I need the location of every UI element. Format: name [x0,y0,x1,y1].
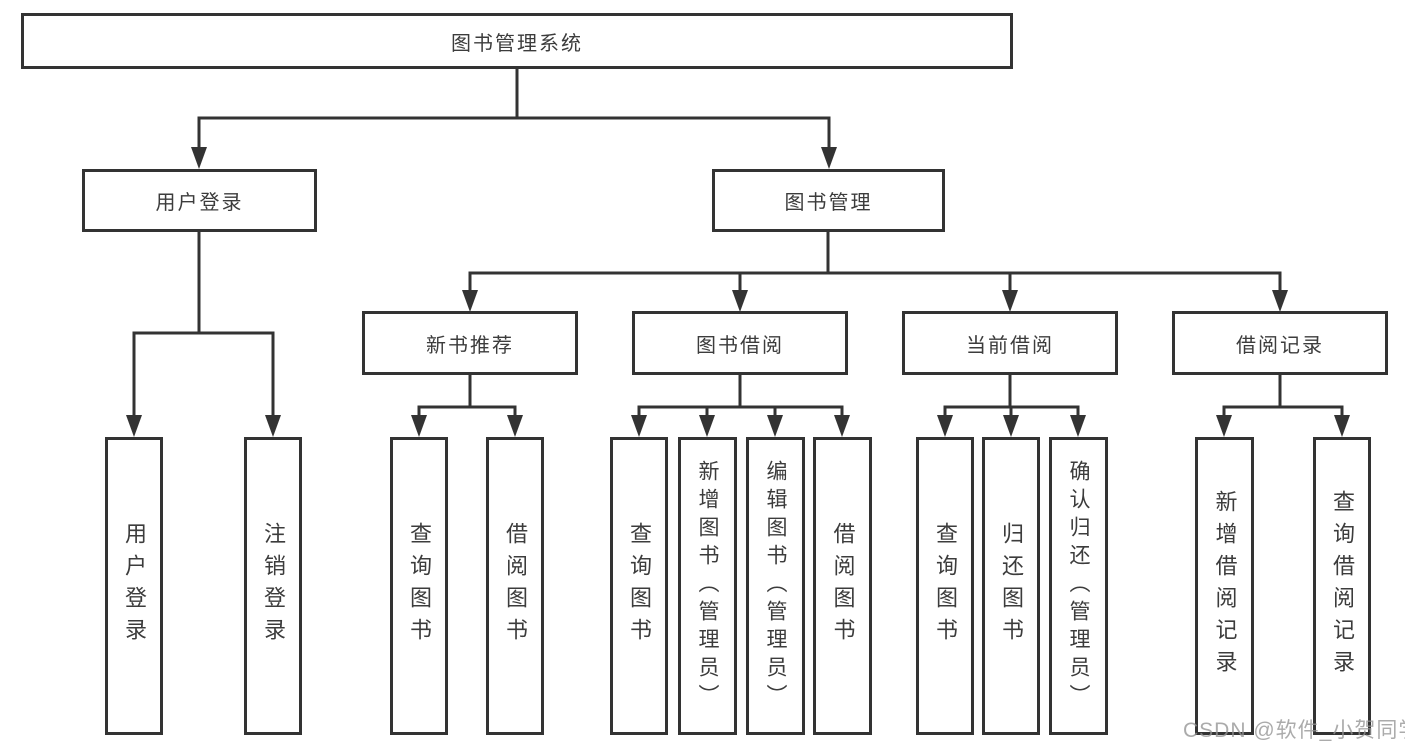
node-cb-query-book: 查询图书 [916,437,974,735]
connector-root-to-level2 [197,69,831,149]
node-bb-add-book-admin: 新增图书（管理员） [678,437,737,735]
node-logout-action: 注销登录 [244,437,302,735]
node-new-book-recommend: 新书推荐 [362,311,578,375]
node-nbr-query-book: 查询图书 [390,437,448,735]
node-cb-confirm-return-admin: 确认归还（管理员） [1049,437,1108,735]
node-current-borrow: 当前借阅 [902,311,1118,375]
node-cb-return-book: 归还图书 [982,437,1040,735]
connector-new-book-to-leaves [417,375,517,417]
node-book-mgmt: 图书管理 [712,169,945,232]
node-user-login: 用户登录 [82,169,317,232]
node-br-add-record: 新增借阅记录 [1195,437,1254,735]
connector-book-borrow-to-leaves [637,375,844,417]
connector-borrow-record-to-leaves [1222,375,1344,417]
node-user-login-action: 用户登录 [105,437,163,735]
node-borrow-record: 借阅记录 [1172,311,1388,375]
connector-book-mgmt-to-level3 [468,232,1282,292]
node-bb-query-book: 查询图书 [610,437,668,735]
csdn-watermark: CSDN @软件_小贺同学 [1183,719,1405,742]
node-bb-borrow-book: 借阅图书 [813,437,872,735]
node-bb-edit-book-admin: 编辑图书（管理员） [746,437,805,735]
connector-current-borrow-to-leaves [943,375,1080,417]
connector-user-login-to-leaves [132,232,275,417]
node-nbr-borrow-book: 借阅图书 [486,437,544,735]
node-book-borrow: 图书借阅 [632,311,848,375]
node-br-query-record: 查询借阅记录 [1313,437,1371,735]
node-root: 图书管理系统 [21,13,1013,69]
arrowheads [126,147,1350,437]
